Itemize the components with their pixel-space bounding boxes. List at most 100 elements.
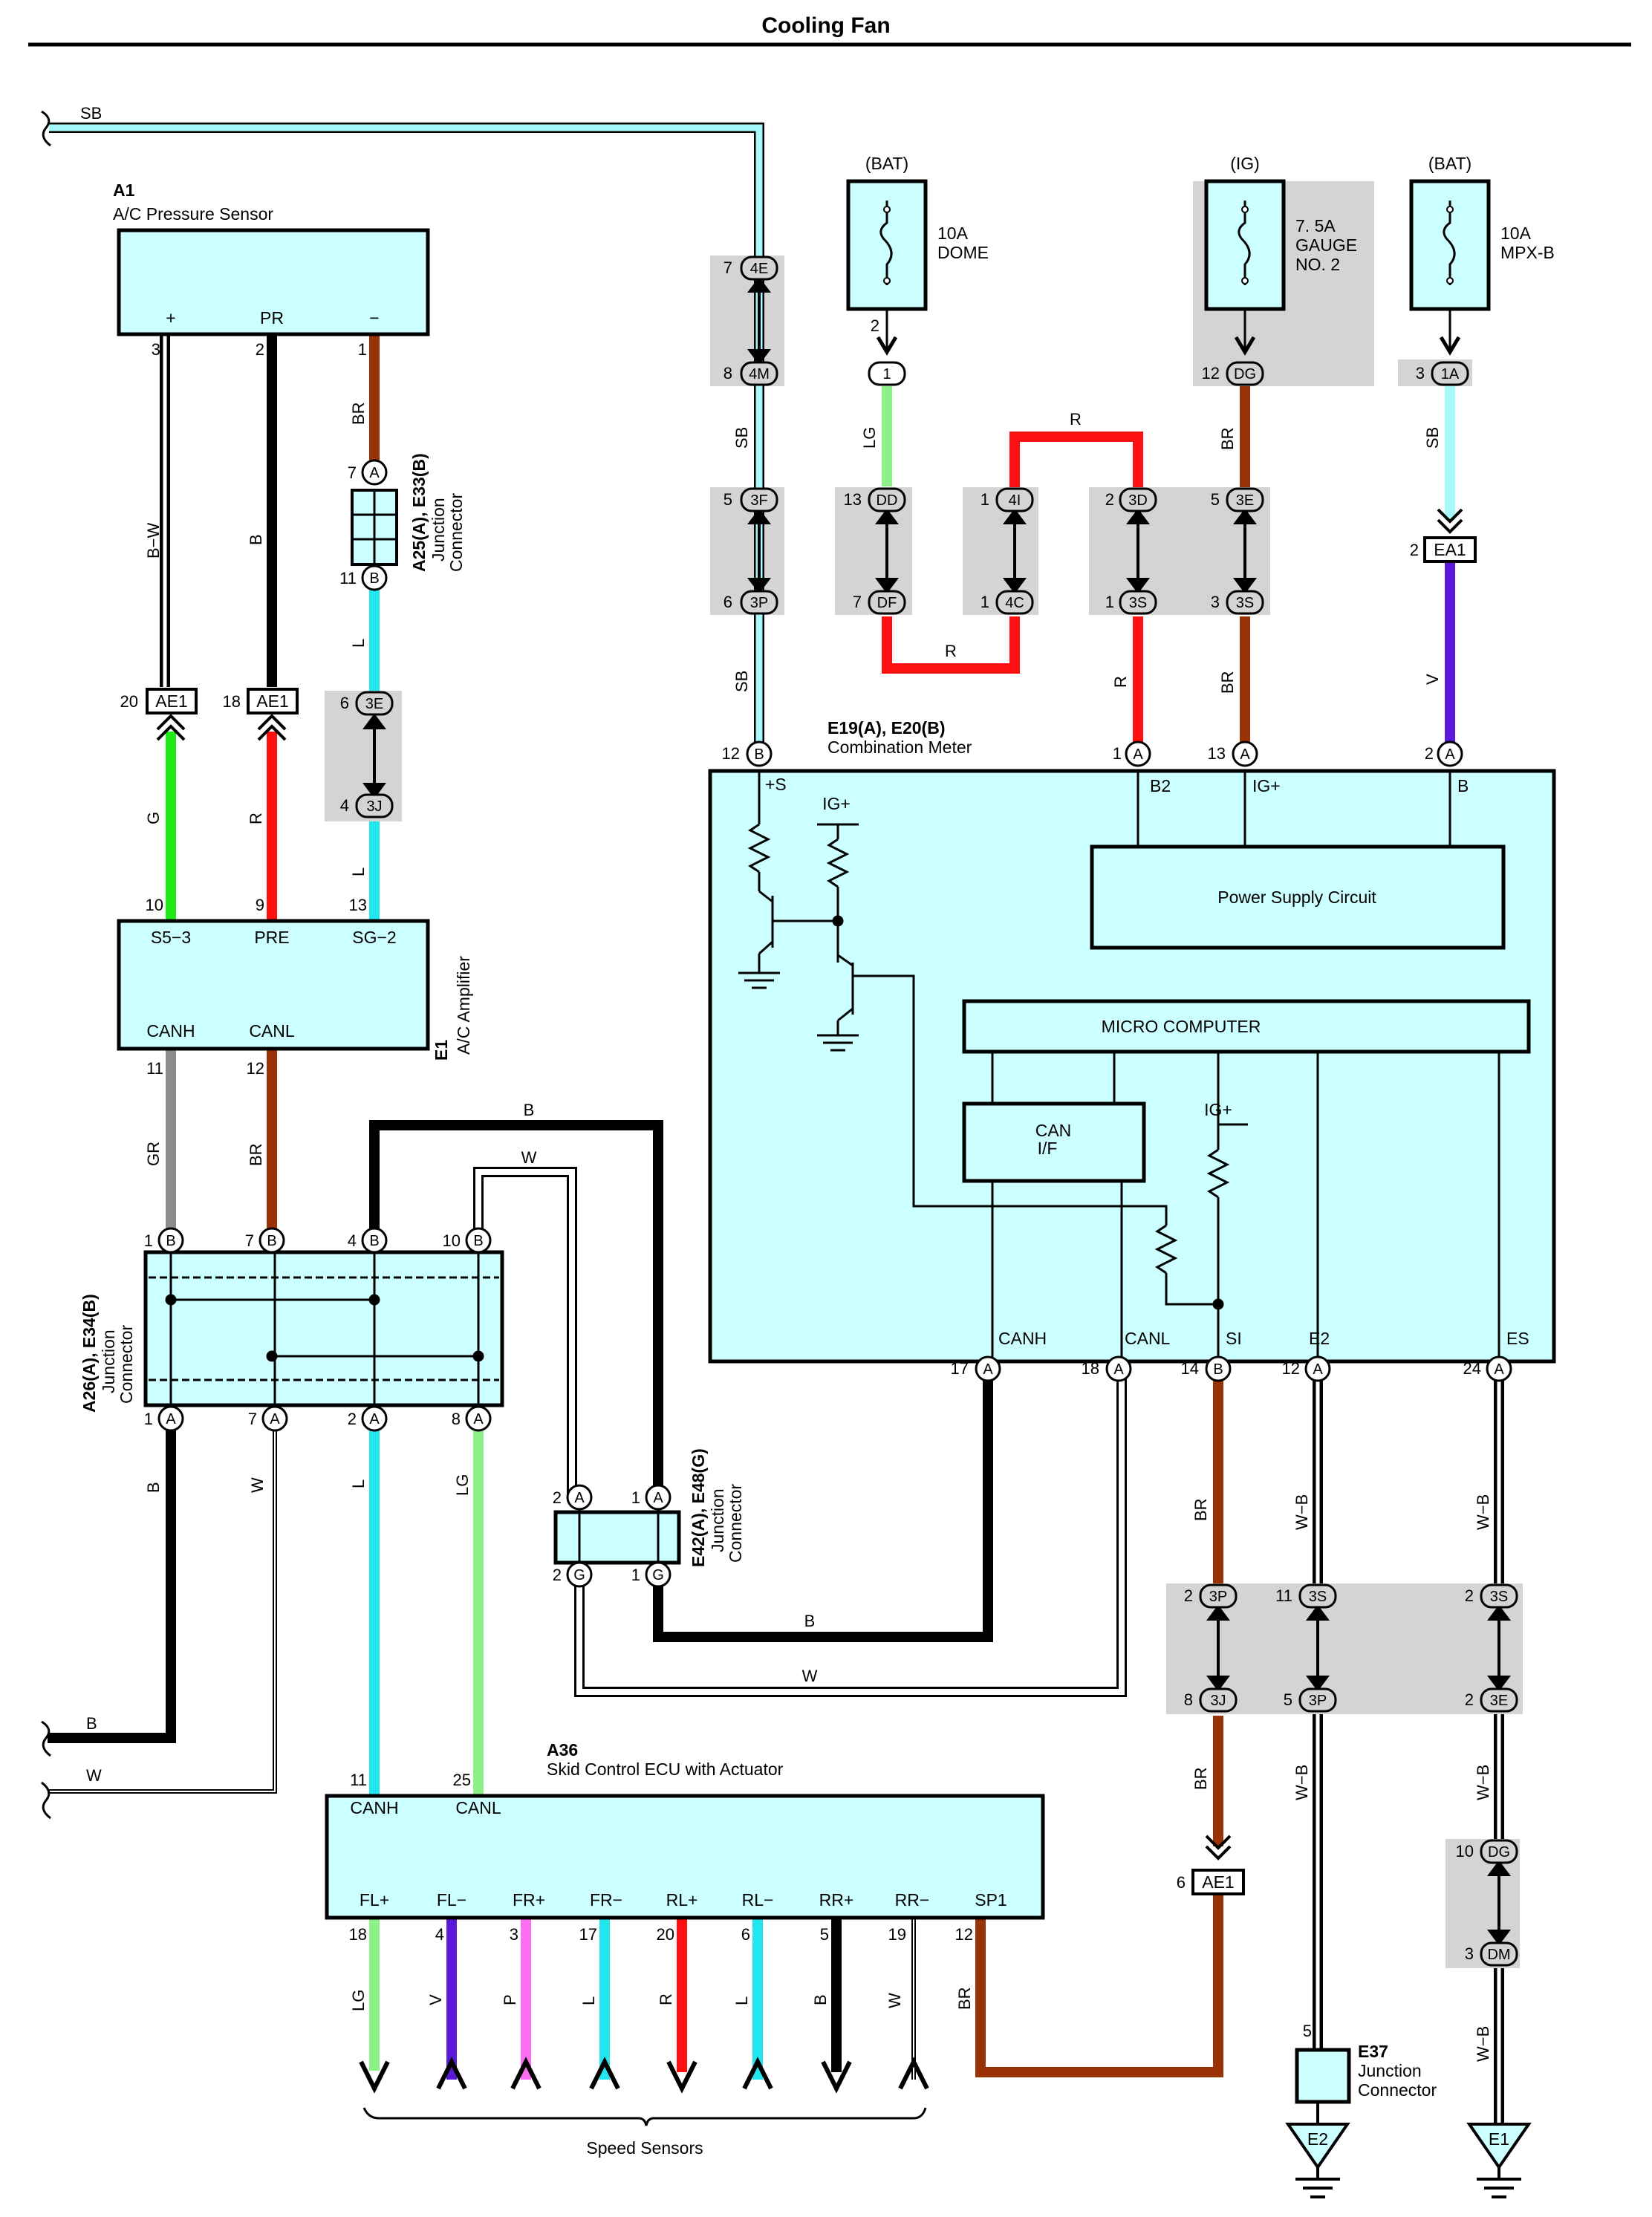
wire-label-br-a1: BR [349, 402, 368, 425]
wire-label-w-left: W [86, 1766, 102, 1785]
pin-a25-11: 11 [339, 569, 357, 587]
pin-3d: 2 [1105, 490, 1114, 509]
pin-ae1-18: 18 [223, 692, 241, 711]
arrow-down-icon [876, 336, 898, 356]
a1-term-plus: + [166, 308, 175, 328]
wire-label-wb-e2: W−B [1292, 1494, 1311, 1530]
conn-dm: DM [1480, 1941, 1518, 1967]
dome-source-label: (BAT) [865, 154, 908, 173]
ground-e2-label: E2 [1307, 2129, 1328, 2149]
a26-internal [149, 1252, 499, 1405]
pin-a26-t7: 7 [245, 1231, 254, 1250]
a36-term-fr-plus: FR+ [513, 1890, 545, 1910]
conn-meter-b12: B [746, 740, 773, 767]
meter-term-igp: IG+ [1252, 776, 1281, 795]
fuse-mpx [1409, 179, 1491, 349]
wire-label-l-3j: L [349, 867, 368, 876]
a1-pressure-sensor-box [117, 228, 430, 336]
svg-text:4C: 4C [1005, 595, 1024, 611]
e37-code: E37 [1358, 2042, 1388, 2061]
arrow-down-icon [1439, 336, 1461, 356]
svg-text:3D: 3D [1128, 492, 1148, 509]
a25-name-2: Connector [446, 493, 466, 572]
wire-label-sb-1: SB [732, 427, 751, 449]
wire-label-bw-a1: B−W [144, 522, 163, 559]
pin-dg-2: 10 [1456, 1842, 1474, 1860]
conn-meter-a13: A [1232, 740, 1258, 767]
arrow-up-icon [510, 2057, 542, 2090]
connector-pills: 4E 4M 3F 3P B 1 DD DF 4I 4C 3D 3S 3E 3S … [146, 255, 1518, 1967]
power-supply-label: Power Supply Circuit [1217, 888, 1376, 907]
a25-code: A25(A), E33(B) [409, 453, 429, 572]
svg-text:B: B [1213, 1361, 1223, 1378]
svg-text:1: 1 [882, 366, 891, 382]
pin-meter-14: 14 [1181, 1359, 1199, 1378]
wire-label-br-meter: BR [1218, 671, 1237, 694]
pin-a36-6: 6 [741, 1925, 750, 1944]
svg-text:AE1: AE1 [1202, 1872, 1234, 1892]
svg-text:3F: 3F [750, 492, 767, 509]
conn-j3s-1: 3S [1298, 1583, 1337, 1609]
double-arrow-icon [747, 508, 771, 594]
meter-term-b2: B2 [1150, 776, 1171, 795]
pin-j3s-1: 11 [1275, 1586, 1292, 1605]
svg-text:B: B [267, 1233, 276, 1249]
svg-text:G: G [652, 1567, 664, 1583]
conn-meter-a1: A [1125, 740, 1151, 767]
pin-df: 7 [853, 593, 862, 611]
pin-e42-g2: 2 [553, 1566, 562, 1584]
chevron-down-icon [1205, 1835, 1232, 1860]
wire-label-l-fr: L [579, 1996, 598, 2005]
pin-e1-10: 10 [146, 896, 163, 914]
a36-term-fr-minus: FR− [590, 1890, 622, 1910]
svg-text:3S: 3S [1129, 595, 1147, 611]
svg-text:A: A [653, 1490, 663, 1506]
e37-junction-box [1295, 2048, 1351, 2104]
conn-j3j: 3J [1199, 1687, 1238, 1713]
conn-meter-b14: B [1205, 1355, 1232, 1382]
pin-dome: 2 [871, 316, 879, 335]
can-if-box [962, 1101, 1146, 1183]
svg-text:3E: 3E [365, 696, 383, 712]
speed-sensors-brace [362, 2107, 927, 2126]
svg-text:A: A [1113, 1361, 1124, 1378]
a1-term-minus: − [369, 308, 379, 328]
conn-meter-a2: A [1437, 740, 1463, 767]
conn-4e: 4E [740, 255, 778, 281]
double-arrow-icon [1126, 508, 1150, 594]
pin-a26-t4: 4 [348, 1231, 357, 1250]
conn-j3p-2: 3P [1298, 1687, 1337, 1713]
pin-meter-12b: 12 [1282, 1359, 1300, 1378]
pin-meter-1: 1 [1113, 744, 1122, 763]
conn-a26-bot-7: A [261, 1405, 288, 1432]
e42-name-2: Connector [726, 1484, 745, 1563]
a36-term-canh: CANH [350, 1798, 398, 1817]
e42-name-1: Junction [708, 1488, 727, 1552]
conn-e42-a1: A [645, 1484, 671, 1511]
pin-j3e: 2 [1465, 1690, 1474, 1709]
e1-term-canl: CANL [249, 1021, 295, 1041]
ground-e1-icon [1466, 2123, 1532, 2170]
pin-4e: 7 [723, 258, 732, 277]
pin-a26-b7: 7 [248, 1410, 257, 1428]
svg-text:4E: 4E [750, 261, 768, 277]
pin-a25-7: 7 [348, 463, 357, 482]
arrow-down-icon [666, 2060, 697, 2094]
svg-text:A: A [574, 1490, 585, 1506]
conn-a25-b: B [361, 564, 388, 591]
meter-term-s: +S [765, 775, 787, 794]
meter-term-canl: CANL [1125, 1329, 1171, 1348]
pin-4m: 8 [723, 364, 732, 382]
speed-sensors-label: Speed Sensors [586, 2138, 703, 2158]
chevron-down-icon [1437, 508, 1463, 534]
e1-ac-amplifier-box [117, 919, 430, 1051]
a25-name-1: Junction [429, 498, 448, 561]
a1-code: A1 [113, 180, 135, 200]
svg-text:A: A [983, 1361, 993, 1378]
svg-text:DM: DM [1487, 1947, 1510, 1963]
meter-code: E19(A), E20(B) [827, 718, 945, 738]
conn-3e-left: 3E [355, 691, 394, 716]
pin-a36-4: 4 [435, 1925, 444, 1944]
pin-dm: 3 [1465, 1944, 1474, 1963]
conn-meter-a17: A [975, 1355, 1001, 1382]
